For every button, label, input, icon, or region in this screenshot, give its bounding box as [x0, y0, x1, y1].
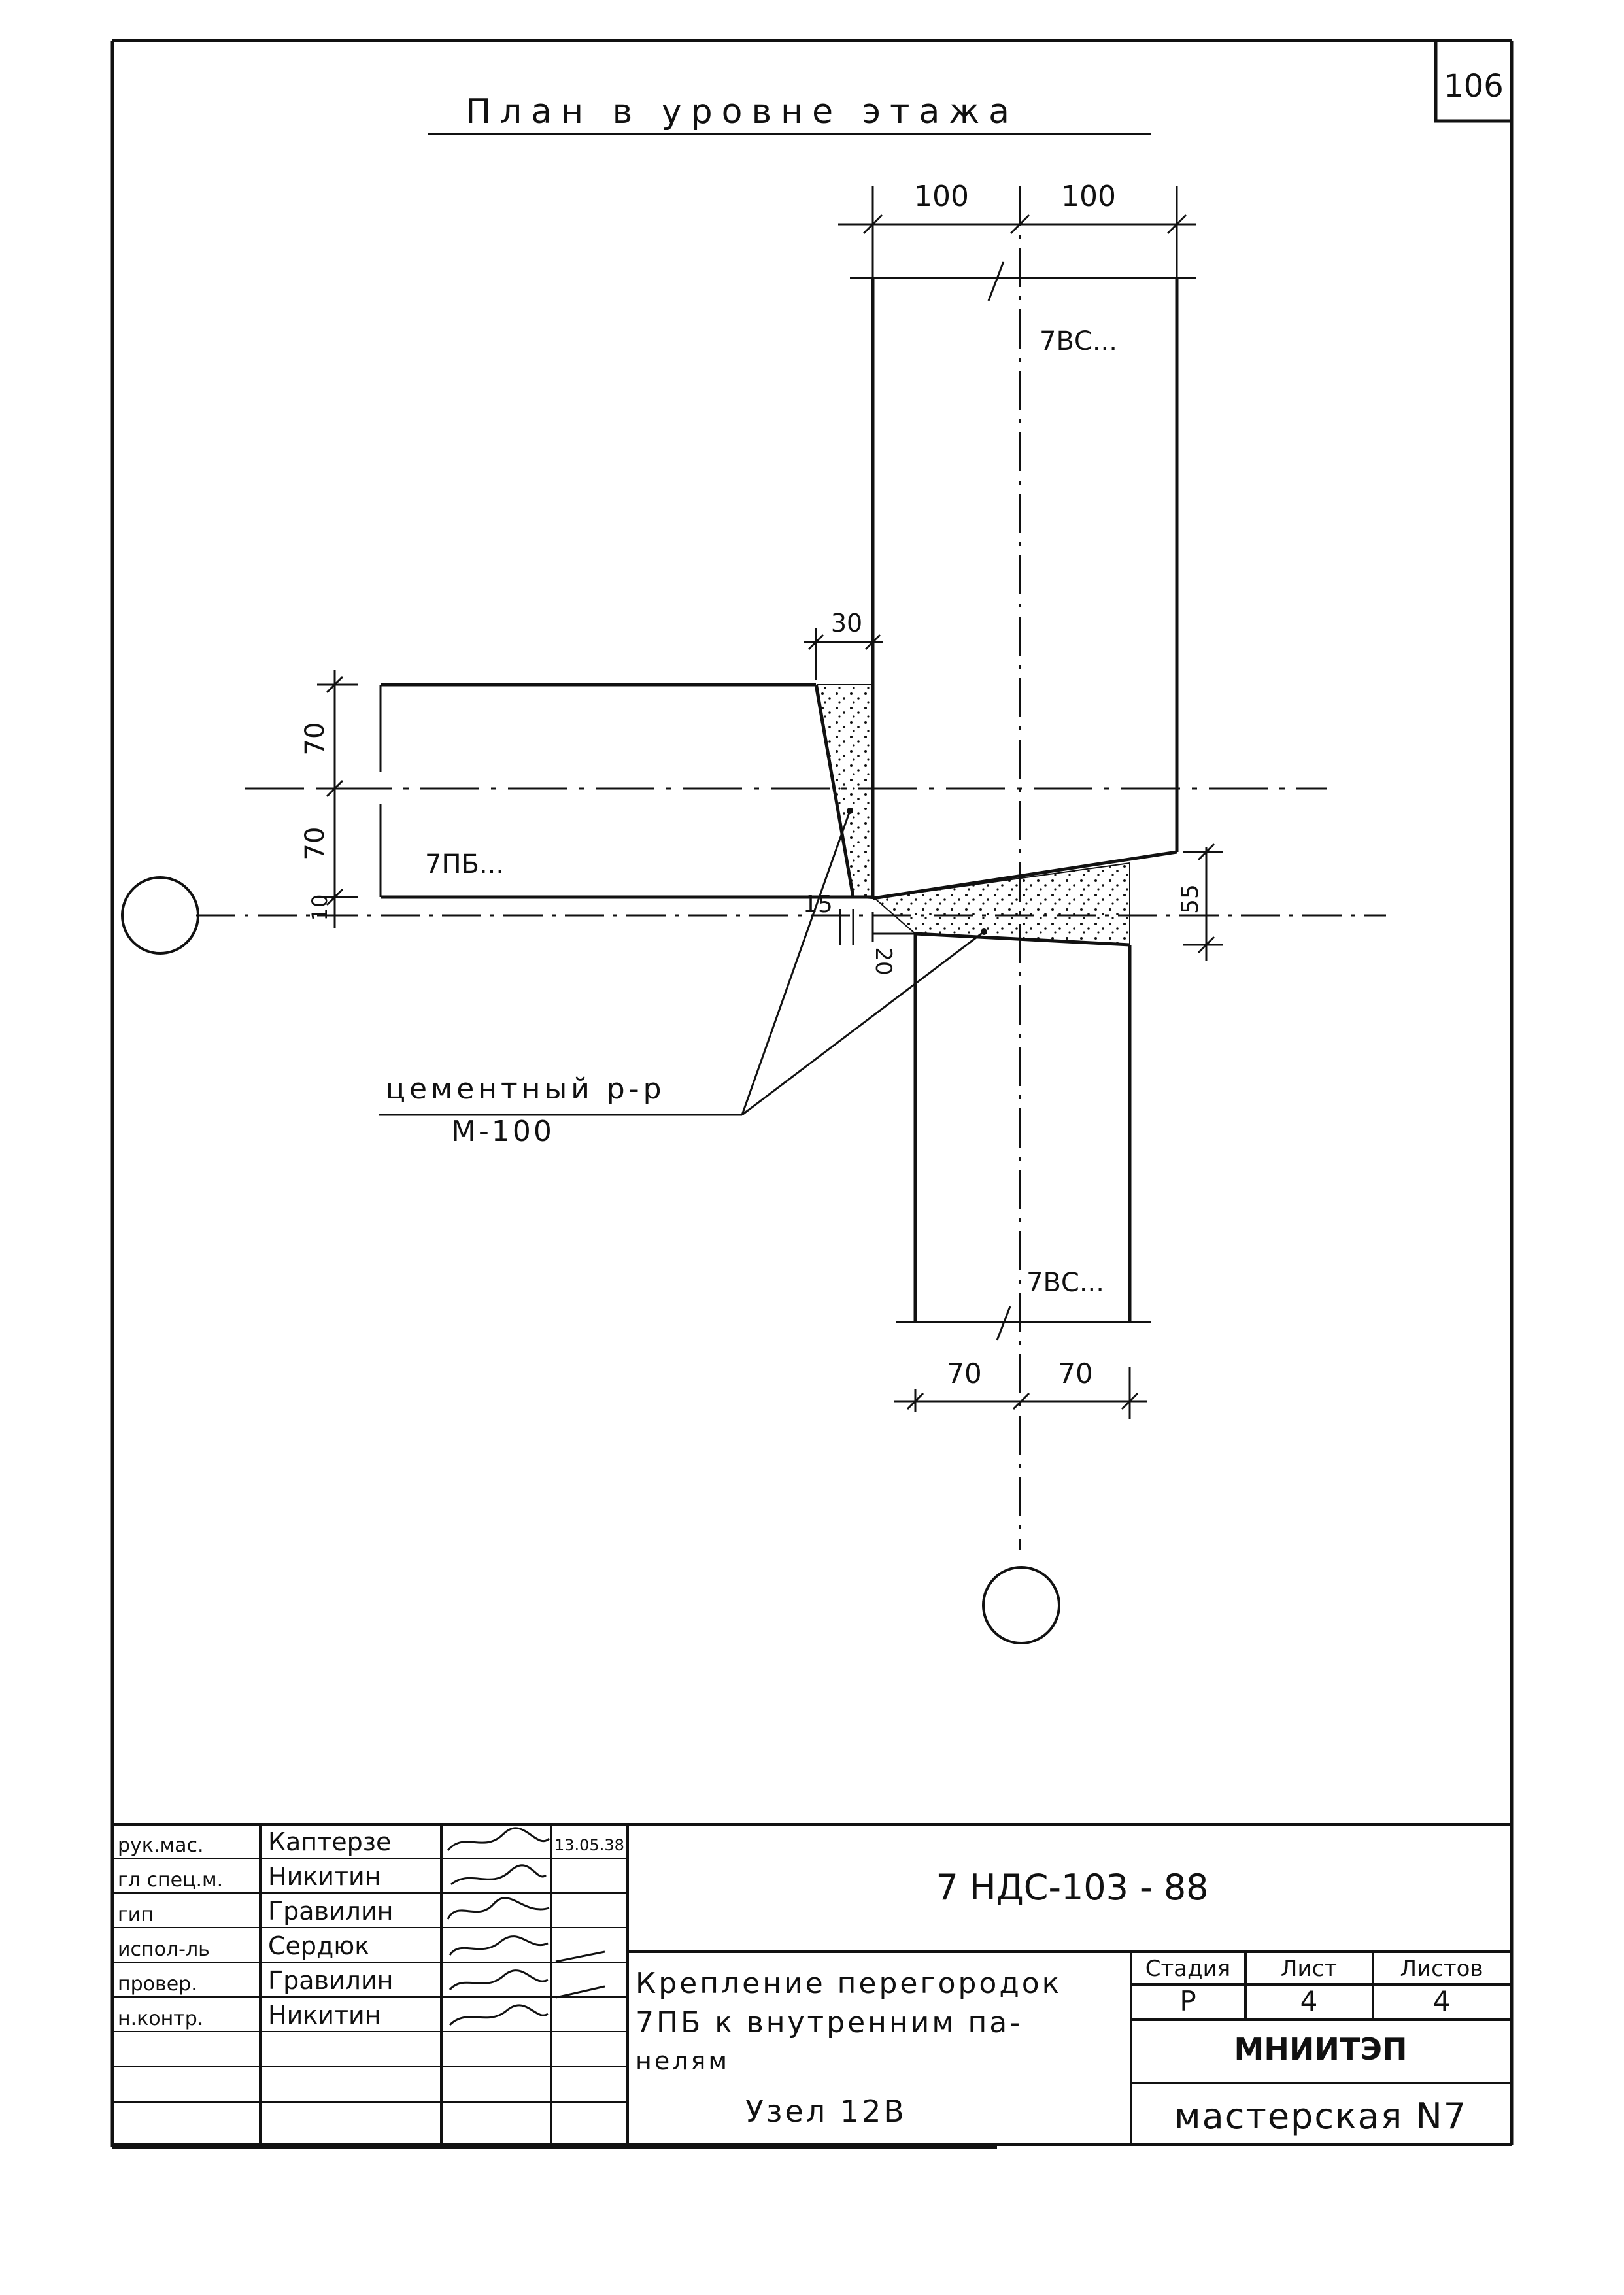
- name-6: Никитин: [268, 2001, 381, 2030]
- role-6: н.контр.: [118, 2007, 203, 2030]
- axis-marker-bottom: [982, 1566, 1060, 1644]
- role-3: гип: [118, 1903, 154, 1926]
- callout-line2: М-100: [451, 1115, 554, 1148]
- title-block: рук.мас. Каптерзе 13.05.38 гл спец.м. Ни…: [112, 1823, 1512, 2146]
- sheet-number-box: 106: [1434, 41, 1512, 123]
- upper-wall-panel: 7ВС...: [850, 261, 1196, 900]
- name-1: Каптерзе: [268, 1828, 391, 1856]
- joint-dimensions: 15 20: [803, 891, 922, 976]
- right-dimension-55: 55: [1177, 843, 1223, 961]
- mortar-callout: цементный р-р М-100: [379, 808, 987, 1148]
- dim-joint-20: 20: [870, 947, 896, 975]
- node-label: Узел 12В: [745, 2094, 907, 2129]
- name-5: Гравилин: [268, 1966, 394, 1995]
- dim-bottom-left: 70: [947, 1357, 981, 1389]
- name-2: Никитин: [268, 1862, 381, 1891]
- bottom-dimension-chain: 70 70: [894, 1357, 1147, 1419]
- signatures: [447, 1827, 605, 2026]
- drawing-title: План в уровне этажа: [465, 92, 1019, 131]
- role-2: гл спец.м.: [118, 1869, 223, 1892]
- axis-marker-left: [121, 876, 199, 955]
- organization: МНИИТЭП: [1234, 2032, 1408, 2067]
- dim-left-lower-70: 70: [300, 827, 330, 860]
- stage-value: Р: [1179, 1985, 1196, 2017]
- sheets-value: 4: [1433, 1985, 1451, 2017]
- date-1: 13.05.38: [554, 1836, 624, 1854]
- role-5: провер.: [118, 1973, 197, 1996]
- dim-top-right: 100: [1061, 180, 1116, 213]
- description-line1: Крепление перегородок: [635, 1967, 1062, 2000]
- lower-panel-label: 7ВС...: [1026, 1268, 1104, 1298]
- drawing-title-group: План в уровне этажа: [428, 92, 1151, 135]
- dim-left-upper-70: 70: [300, 722, 330, 756]
- workshop: мастерская N7: [1174, 2096, 1467, 2137]
- callout-line1: цементный р-р: [386, 1072, 666, 1106]
- sheet-header: Лист: [1281, 1956, 1337, 1982]
- horizontal-axis: [121, 787, 1386, 955]
- sheet-frame: [110, 39, 1514, 2149]
- role-1: рук.мас.: [118, 1834, 204, 1857]
- upper-panel-label: 7ВС...: [1040, 326, 1117, 356]
- sheet-value: 4: [1300, 1985, 1318, 2017]
- dim-joint-15: 15: [803, 891, 833, 918]
- dim-30: 30: [831, 609, 862, 638]
- dim-30-group: 30: [804, 609, 883, 680]
- sheet-number: 106: [1444, 68, 1504, 105]
- dim-left-10: 10: [307, 894, 332, 921]
- dim-top-left: 100: [914, 180, 969, 213]
- partition-panel: 7ПБ...: [379, 683, 873, 899]
- lower-wall-panel: 7ВС...: [896, 932, 1151, 1341]
- mortar-fill: [816, 684, 1130, 946]
- sheets-header: Листов: [1400, 1956, 1483, 1982]
- dim-bottom-right: 70: [1058, 1357, 1092, 1389]
- name-4: Сердюк: [268, 1931, 369, 1960]
- document-code: 7 НДС-103 - 88: [936, 1867, 1208, 1908]
- top-dimension-chain: 100 100: [838, 180, 1196, 278]
- name-3: Гравилин: [268, 1897, 394, 1926]
- description-line2: 7ПБ к внутренним па-: [635, 2006, 1023, 2039]
- partition-label: 7ПБ...: [425, 849, 504, 879]
- description-line3: нелям: [635, 2047, 730, 2075]
- stage-header: Стадия: [1145, 1956, 1230, 1982]
- left-dimension-chain: 70 70 10: [300, 670, 358, 928]
- dim-right-55: 55: [1177, 884, 1204, 914]
- role-4: испол-ль: [118, 1938, 210, 1961]
